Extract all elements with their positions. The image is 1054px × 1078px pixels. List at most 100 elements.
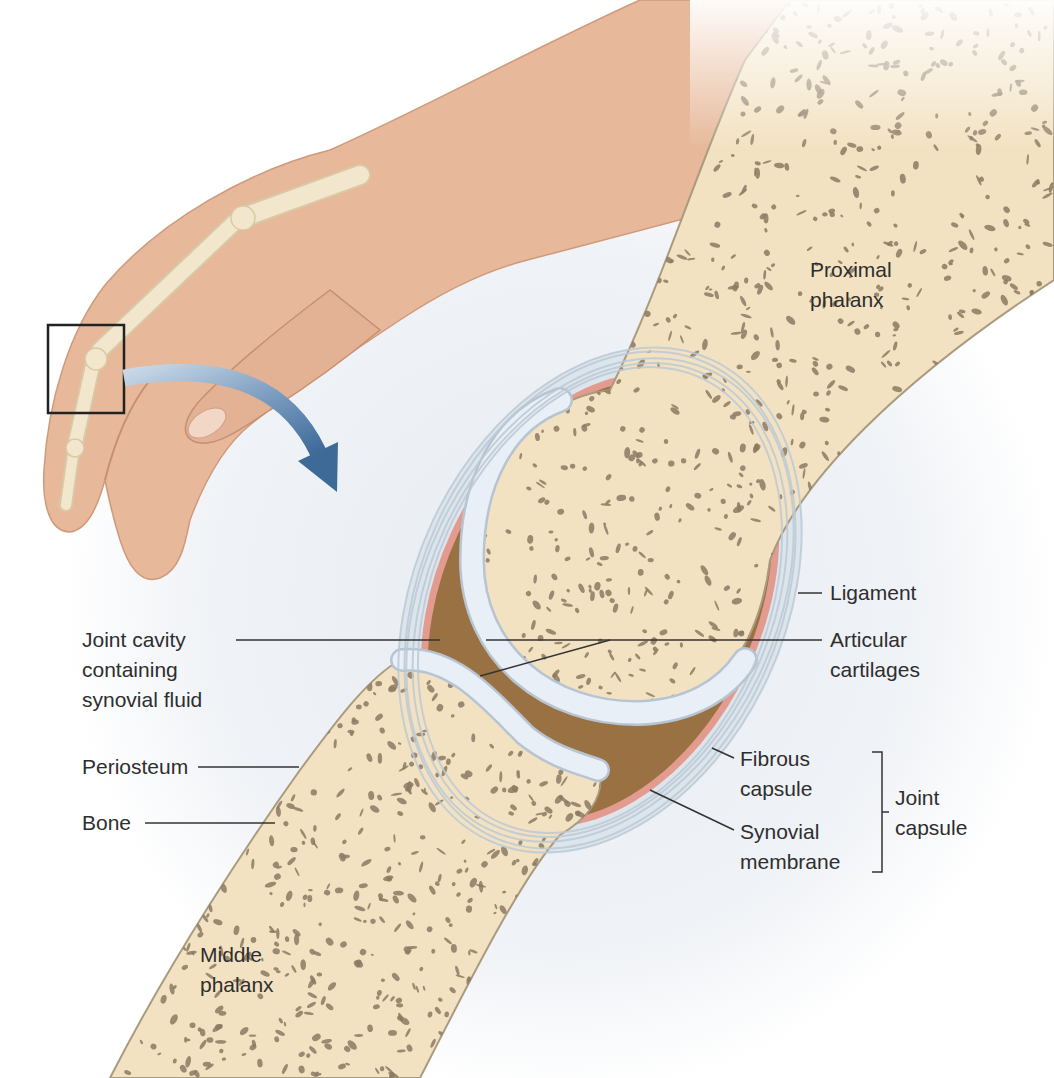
bone-pore (458, 146, 463, 152)
bone-pore (645, 692, 655, 698)
bone-pore (556, 97, 566, 107)
bone-pore (466, 976, 473, 988)
bone-pore (820, 450, 830, 462)
bone-pore (496, 948, 506, 955)
bone-pore (591, 996, 595, 1000)
bone-pore (981, 708, 988, 717)
bone-pore (994, 412, 1000, 415)
bone-pore (525, 877, 533, 885)
bone-pore (648, 163, 652, 169)
bone-pore (451, 944, 458, 953)
bone-pore (854, 516, 860, 522)
bone-pore (892, 334, 896, 337)
bone-pore (450, 752, 456, 758)
bone-pore (573, 428, 577, 437)
bone-pore (736, 537, 743, 547)
bone-pore (749, 493, 754, 499)
bone-pore (600, 503, 611, 506)
bone-pore (386, 740, 398, 752)
bone-pore (588, 395, 595, 402)
bone-pore (291, 965, 298, 974)
bone-pore (502, 787, 507, 792)
bone-pore (1018, 225, 1022, 229)
bone-pore (579, 961, 585, 968)
bone-pore (478, 881, 483, 893)
bone-pore (242, 747, 250, 755)
bone-pore (152, 944, 157, 948)
bone-pore (491, 970, 496, 976)
bone-pore (1010, 461, 1017, 470)
bone-pore (391, 972, 401, 983)
bone-pore (545, 628, 557, 636)
bone-pore (563, 968, 567, 972)
bone-pore (471, 734, 475, 743)
bone-pore (811, 366, 820, 376)
bone-pore (731, 597, 743, 606)
bone-pore (775, 412, 783, 420)
bone-pore (379, 727, 386, 735)
bone-pore (622, 270, 633, 277)
bone-pore (644, 245, 654, 252)
bone-pore (384, 1065, 394, 1075)
bone-pore (356, 959, 362, 964)
bone-pore (644, 0, 655, 12)
bone-pore (558, 108, 567, 120)
bone-pore (606, 578, 613, 582)
bone-pore (812, 216, 818, 222)
bone-pore (535, 481, 545, 489)
bone-pore (708, 620, 719, 630)
bone-pore (437, 1030, 446, 1038)
bone-pore (555, 545, 561, 553)
bone-pore (684, 249, 691, 257)
bone-pore (237, 777, 244, 784)
bone-pore (814, 535, 821, 542)
bone-pore (714, 221, 722, 229)
bone-pore (1009, 663, 1020, 673)
bone-pore (249, 689, 254, 694)
bone-pore (626, 106, 637, 117)
bone-pore (507, 785, 520, 795)
bone-pore (488, 404, 499, 416)
bone-pore (851, 243, 854, 247)
bone-pore (676, 253, 688, 260)
bone-pore (861, 704, 867, 711)
bone-pore (451, 882, 456, 887)
bone-pore (852, 520, 859, 526)
bone-pore (219, 752, 228, 762)
bone-pore (901, 547, 906, 552)
bone-pore (705, 389, 713, 399)
bone-pore (295, 1005, 303, 1012)
bone-pore (819, 671, 824, 675)
bone-pore (960, 369, 965, 372)
bone-pore (828, 208, 836, 214)
bone-pore (501, 390, 507, 396)
bone-pore (1007, 556, 1013, 562)
bone-pore (546, 914, 554, 919)
bone-pore (584, 679, 591, 686)
bone-pore (739, 295, 748, 307)
bone-pore (707, 508, 711, 512)
bone-pore (591, 863, 598, 870)
bone-pore (273, 872, 282, 881)
bone-pore (712, 163, 721, 173)
bone-pore (722, 400, 731, 408)
bone-pore (292, 806, 304, 813)
bone-pore (703, 292, 714, 298)
bone-pore (738, 472, 744, 478)
bone-pore (980, 406, 988, 416)
bone-pore (251, 859, 255, 870)
bone-pore (516, 176, 523, 184)
bone-pore (299, 659, 305, 665)
bone-pore (242, 704, 249, 710)
bone-pore (358, 883, 368, 889)
bone-pore (196, 931, 204, 939)
bone-pore (538, 9, 544, 16)
bone-pore (274, 1036, 280, 1043)
bone-pore (153, 814, 158, 820)
bone-pore (1022, 584, 1029, 593)
bone-pore (678, 518, 683, 523)
bone-pore (852, 186, 860, 198)
bone-pore (590, 308, 599, 321)
bone-pore (866, 527, 876, 537)
bone-pore (615, 378, 622, 385)
